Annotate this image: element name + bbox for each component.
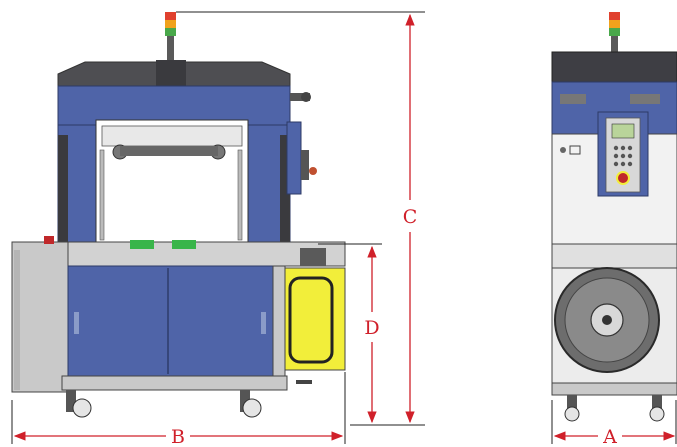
dimension-b: B [11,372,346,447]
dimension-d-label: D [364,317,379,339]
dimension-c: C [176,11,425,426]
dimension-d: D [318,243,382,426]
strap-coil-icon [554,267,660,373]
caster-icon [564,395,665,422]
dimension-a-label: A [602,426,617,447]
control-panel-icon[interactable] [597,111,649,197]
side-view-machine [551,12,677,422]
dimension-c-label: C [403,206,418,228]
dimension-a: A [551,400,677,447]
caster-icon [66,380,312,418]
signal-beacon-icon [609,12,620,54]
front-view-machine [11,12,346,418]
signal-beacon-icon [165,12,176,60]
dimension-b-label: B [171,426,185,447]
